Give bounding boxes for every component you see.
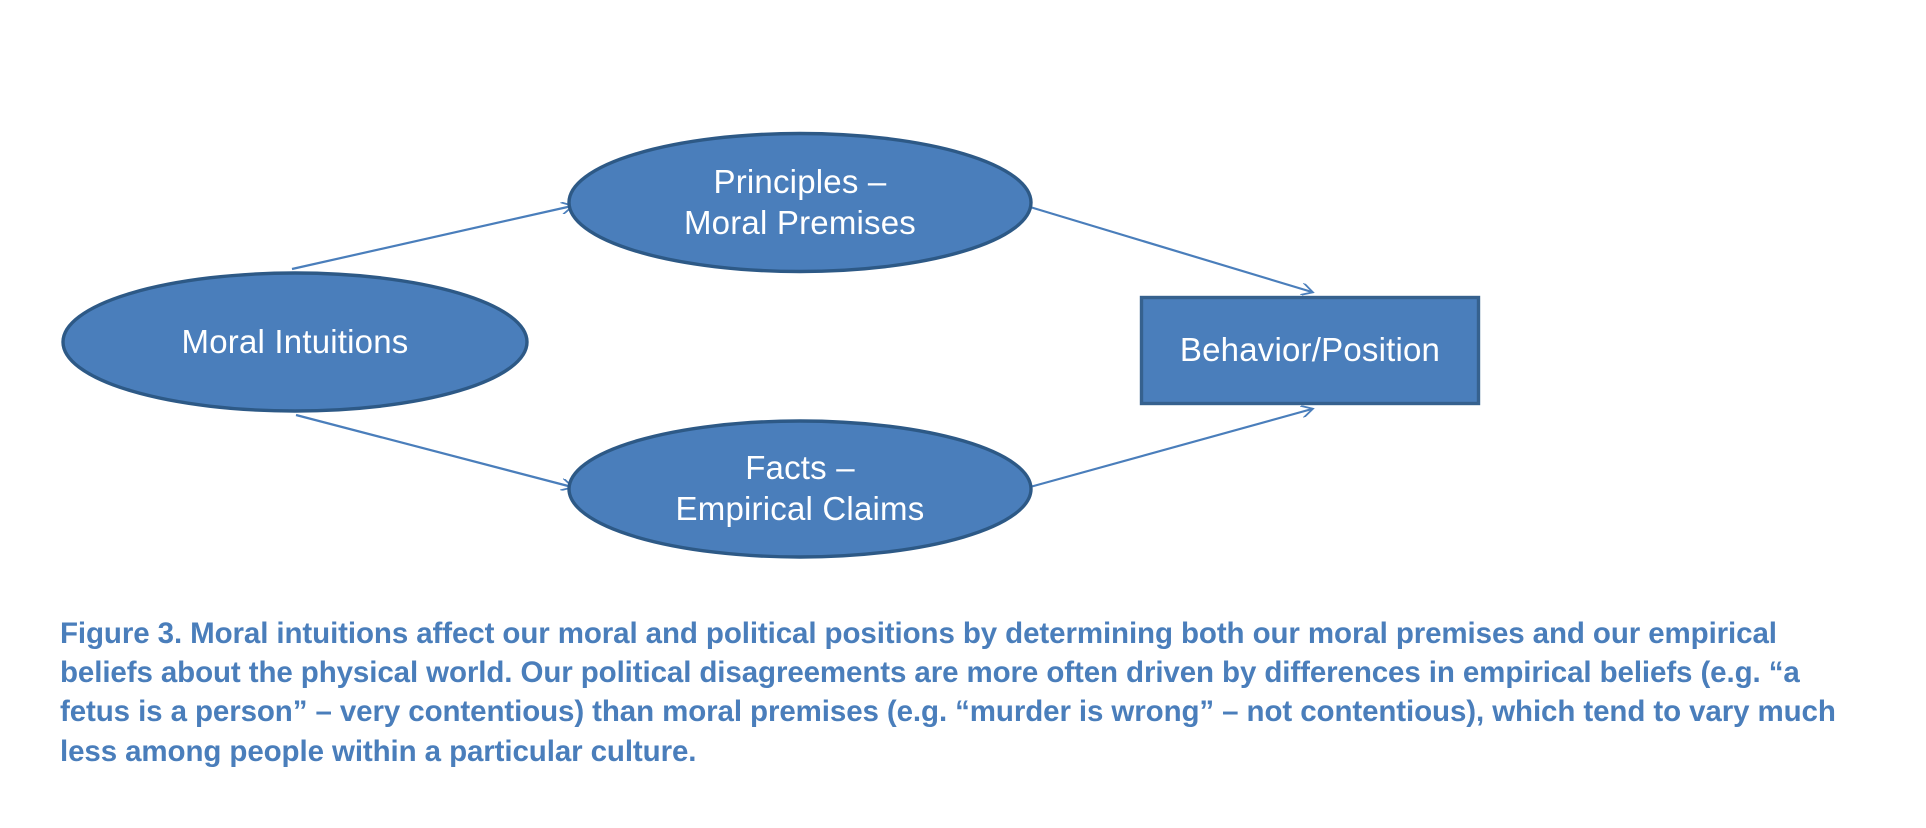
- node-principles[interactable]: [567, 131, 1033, 274]
- figure-caption: Figure 3. Moral intuitions affect our mo…: [60, 617, 1836, 768]
- edge-group: [291, 205, 1312, 489]
- diagram-canvas: [61, 131, 1481, 559]
- edge-principles-to-behavior: [1029, 205, 1312, 292]
- edge-intuitions-to-principles: [291, 206, 572, 271]
- node-behavior-position[interactable]: [1139, 295, 1481, 406]
- edge-intuitions-to-facts: [295, 413, 572, 487]
- node-facts[interactable]: [567, 419, 1033, 559]
- node-moral-intuitions[interactable]: [61, 271, 529, 413]
- node-group: [61, 131, 1481, 559]
- edge-facts-to-behavior: [1029, 409, 1312, 489]
